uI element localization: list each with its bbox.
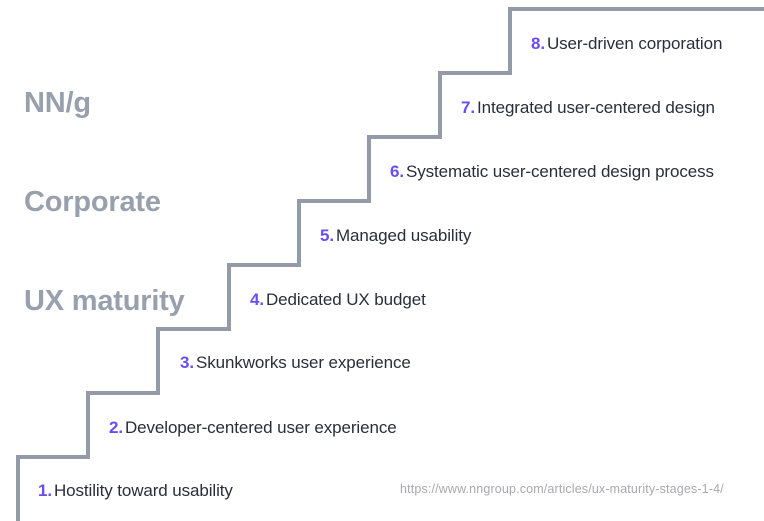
page-title: NN/g Corporate UX maturity bbox=[24, 21, 185, 384]
staircase-line bbox=[16, 7, 764, 521]
step-text-8: User-driven corporation bbox=[546, 34, 723, 53]
step-label-3: 3.Skunkworks user experience bbox=[180, 353, 411, 373]
step-number-1: 1. bbox=[38, 481, 52, 500]
step-label-2: 2.Developer-centered user experience bbox=[109, 418, 397, 438]
step-number-3: 3. bbox=[180, 353, 194, 372]
step-number-4: 4. bbox=[250, 290, 264, 309]
step-label-7: 7.Integrated user-centered design bbox=[461, 98, 715, 118]
step-label-6: 6.Systematic user-centered design proces… bbox=[390, 162, 714, 182]
title-line-3: UX maturity bbox=[24, 285, 185, 317]
step-text-5: Managed usability bbox=[335, 226, 472, 245]
step-label-1: 1.Hostility toward usability bbox=[38, 481, 233, 501]
step-number-5: 5. bbox=[320, 226, 334, 245]
step-text-4: Dedicated UX budget bbox=[265, 290, 426, 309]
step-text-6: Systematic user-centered design process bbox=[405, 162, 714, 181]
step-text-2: Developer-centered user experience bbox=[124, 418, 397, 437]
step-number-2: 2. bbox=[109, 418, 123, 437]
step-label-8: 8.User-driven corporation bbox=[531, 34, 722, 54]
step-number-6: 6. bbox=[390, 162, 404, 181]
step-text-3: Skunkworks user experience bbox=[195, 353, 411, 372]
step-number-8: 8. bbox=[531, 34, 545, 53]
step-label-4: 4.Dedicated UX budget bbox=[250, 290, 426, 310]
step-number-7: 7. bbox=[461, 98, 475, 117]
step-label-5: 5.Managed usability bbox=[320, 226, 471, 246]
title-line-2: Corporate bbox=[24, 186, 161, 218]
source-url: https://www.nngroup.com/articles/ux-matu… bbox=[400, 482, 724, 496]
title-line-1: NN/g bbox=[24, 87, 91, 119]
step-text-1: Hostility toward usability bbox=[53, 481, 233, 500]
step-text-7: Integrated user-centered design bbox=[476, 98, 715, 117]
